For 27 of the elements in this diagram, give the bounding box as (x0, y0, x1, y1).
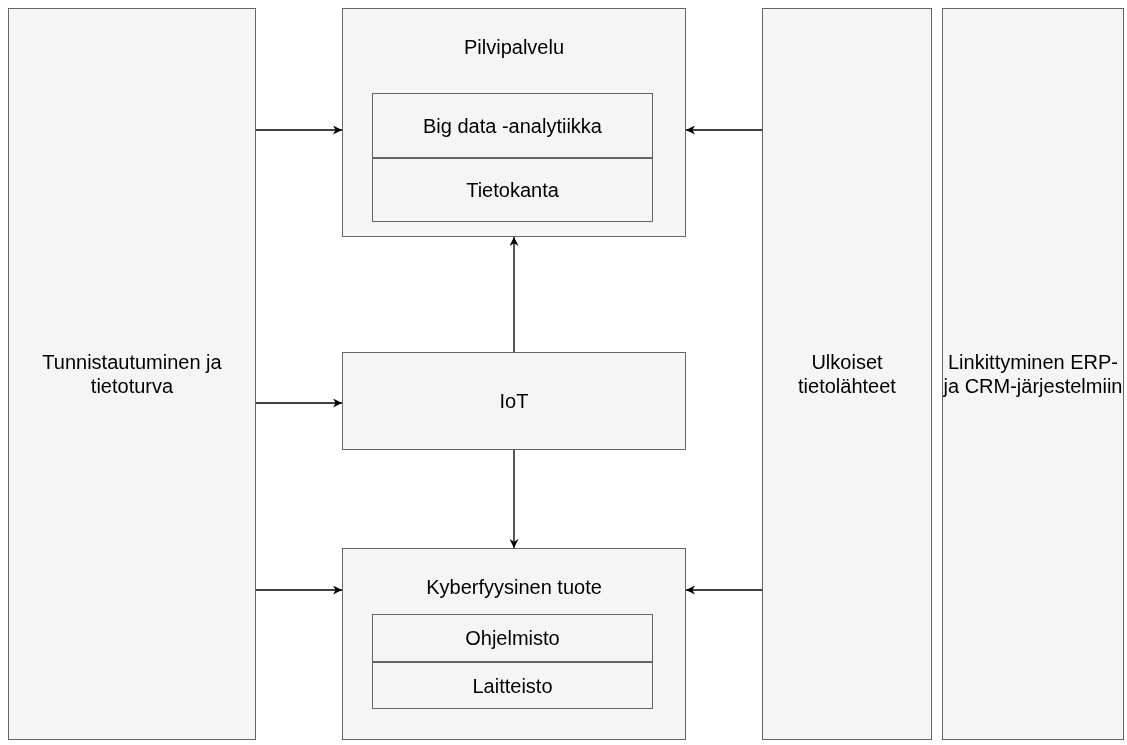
process-box (372, 158, 653, 222)
box-title: Pilvipalvelu (463, 35, 565, 59)
arrow (255, 125, 343, 135)
arrow (509, 236, 519, 353)
box-label: Tietokanta (466, 178, 559, 202)
arrow (255, 585, 343, 595)
box-title: Kyberfyysinen tuote (426, 575, 602, 599)
process-box (372, 662, 653, 709)
box-label: Linkittyminen ERP- ja CRM-järjestelmiin (943, 350, 1123, 398)
process-box (342, 352, 686, 450)
box-label: Tunnistautuminen ja tietoturva (41, 350, 223, 398)
process-box (762, 8, 932, 740)
box-label: Ohjelmisto (465, 626, 560, 650)
box-label: Ulkoiset tietolähteet (797, 350, 897, 398)
arrow (509, 449, 519, 549)
arrow (685, 125, 763, 135)
process-box (8, 8, 256, 740)
arrow (685, 585, 763, 595)
box-label: IoT (499, 389, 529, 413)
container-box (342, 548, 686, 740)
process-box (372, 614, 653, 662)
box-label: Laitteisto (472, 673, 553, 698)
process-box (372, 93, 653, 158)
arrow (255, 398, 343, 408)
container-box (342, 8, 686, 237)
process-box (942, 8, 1124, 740)
box-label: Big data -analytiikka (423, 113, 602, 138)
